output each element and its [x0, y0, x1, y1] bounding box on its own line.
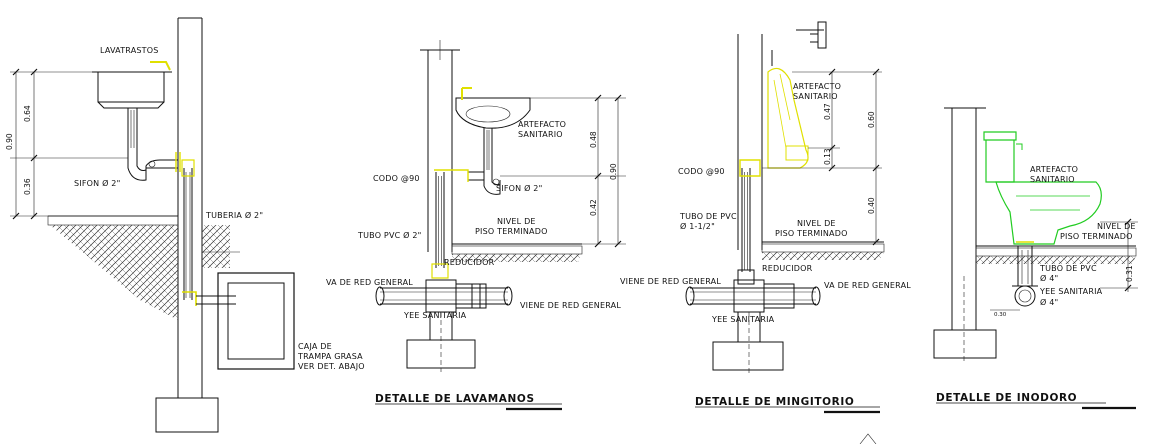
north-mark [859, 433, 877, 444]
dimension-0-40: 0.40 [867, 197, 876, 214]
dimension-0-60: 0.60 [867, 111, 876, 128]
va-de-red-label: VA DE RED GENERAL [824, 281, 911, 290]
dimension-0-42: 0.42 [589, 199, 598, 216]
sifon-label: SIFON Ø 2" [496, 183, 542, 193]
mingitorio-title: DETALLE DE MINGITORIO [695, 396, 854, 408]
caja-label-line-1: CAJA DE [298, 342, 332, 351]
dimension-0-30: 0.30 [994, 312, 1007, 318]
nivel-label-line-2: PISO TERMINADO [1060, 232, 1133, 241]
yee-label: YEE SANITARIA [711, 315, 775, 324]
yee-label-line-2: Ø 4" [1040, 297, 1058, 307]
dimension-0-47: 0.47 [823, 103, 832, 120]
artefacto-label-line-1: ARTEFACTO [793, 82, 841, 91]
nivel-label-line-1: NIVEL DE [797, 219, 836, 228]
detail-mingitorio: 0.47 0.60 0.13 0.40 ARTEFACTO SANITARIO … [620, 21, 911, 414]
dimension-0-48: 0.48 [589, 131, 598, 148]
va-de-red-label: VA DE RED GENERAL [326, 278, 413, 287]
dimension-0-36: 0.36 [23, 178, 32, 195]
yee-label: YEE SANITARIA [403, 311, 467, 320]
artefacto-label-line-1: ARTEFACTO [518, 120, 566, 129]
lavamanos-title: DETALLE DE LAVAMANOS [375, 393, 535, 405]
tuberia-label: TUBERIA Ø 2" [205, 210, 263, 220]
viene-de-red-label: VIENE DE RED GENERAL [620, 277, 721, 286]
nivel-label-line-2: PISO TERMINADO [475, 227, 548, 236]
artefacto-label-line-1: ARTEFACTO [1030, 165, 1078, 174]
dimension-0-64: 0.64 [23, 105, 32, 122]
codo-label: CODO @90 [678, 167, 725, 176]
nivel-label-line-1: NIVEL DE [497, 217, 536, 226]
sifon-label: SIFON Ø 2" [74, 178, 120, 188]
yee-label-line-1: YEE SANITARIA [1039, 287, 1103, 296]
dimension-0-13: 0.13 [823, 148, 832, 165]
tubo-label: TUBO PVC Ø 2" [357, 230, 422, 240]
reducidor-label: REDUCIDOR [444, 258, 495, 267]
lavatrastos-label: LAVATRASTOS [100, 46, 159, 55]
nivel-label-line-2: PISO TERMINADO [775, 229, 848, 238]
dimension-0-90: 0.90 [5, 133, 14, 150]
reducidor-label: REDUCIDOR [762, 264, 813, 273]
artefacto-label-line-2: SANITARIO [1030, 175, 1075, 184]
tubo-label-line-2: Ø 4" [1040, 273, 1058, 283]
artefacto-label-line-2: SANITARIO [793, 92, 838, 101]
nivel-label-line-1: NIVEL DE [1097, 222, 1136, 231]
detail-lavatrastos: 0.90 0.64 0.36 LAVATRASTOS SIFON Ø 2" TU… [5, 17, 365, 433]
codo-label: CODO @90 [373, 174, 420, 183]
caja-label-line-2: TRAMPA GRASA [297, 352, 363, 361]
dimension-0-90: 0.90 [609, 163, 618, 180]
artefacto-label-line-2: SANITARIO [518, 130, 563, 139]
detail-inodoro: 0.31 0.30 ARTEFACTO SANITARIO NIVEL DE P… [933, 107, 1138, 410]
tubo-label-line-1: TUBO DE PVC [679, 212, 737, 221]
inodoro-title: DETALLE DE INODORO [936, 392, 1077, 404]
detail-lavamanos: 0.48 0.90 0.42 ARTEFACTO SANITARIO CODO … [326, 40, 626, 411]
caja-label-line-3: VER DET. ABAJO [298, 362, 365, 371]
viene-de-red-label: VIENE DE RED GENERAL [520, 301, 621, 310]
tubo-label-line-1: TUBO DE PVC [1039, 264, 1097, 273]
tubo-label-line-2: Ø 1-1/2" [680, 221, 715, 231]
dimension-0-31: 0.31 [1125, 265, 1134, 282]
